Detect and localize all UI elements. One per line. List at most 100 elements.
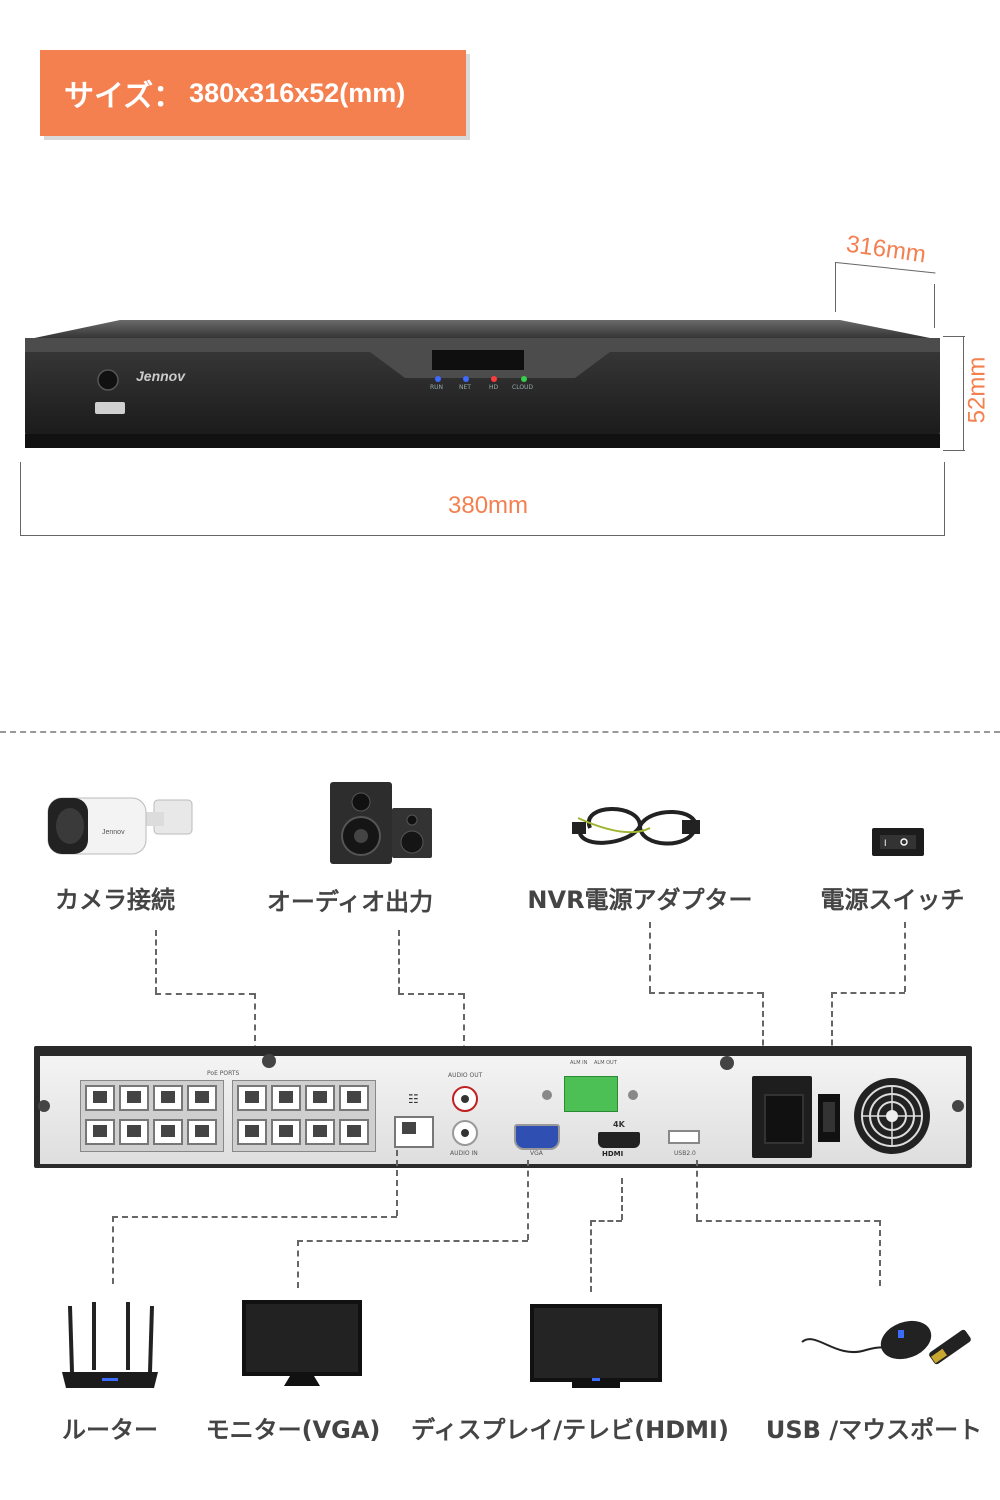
screw-icon xyxy=(262,1054,276,1068)
power-cable-icon xyxy=(572,807,700,846)
svg-text:I: I xyxy=(884,838,887,848)
camera-icon: Jennov xyxy=(47,797,193,855)
usb-connector-line xyxy=(696,1160,698,1220)
audio-connector-line-h xyxy=(398,993,464,995)
power-adapter-connector-line-drop xyxy=(762,992,764,1074)
led-net-label: NET xyxy=(459,384,471,391)
hdmi-label: HDMI xyxy=(602,1150,624,1158)
poe-port-block-left xyxy=(80,1080,224,1152)
power-switch-icon: I xyxy=(872,828,924,856)
poe-port xyxy=(339,1085,369,1111)
screw-icon xyxy=(720,1056,734,1070)
screw-icon xyxy=(628,1090,638,1100)
svg-text:Jennov: Jennov xyxy=(102,829,125,836)
vga-connector-line-h xyxy=(297,1240,528,1242)
router-connector-line-drop xyxy=(112,1216,114,1284)
tv-icon xyxy=(530,1304,662,1388)
router-icon xyxy=(62,1302,158,1388)
audio-in-jack xyxy=(452,1120,478,1146)
vga-port xyxy=(514,1124,560,1150)
audio-in-label: AUDIO IN xyxy=(450,1150,478,1157)
audio-out-jack xyxy=(452,1086,478,1112)
usb-mouse-port-label: USB /マウスポート xyxy=(765,1416,983,1444)
poe-port xyxy=(305,1085,335,1111)
poe-port xyxy=(271,1119,301,1145)
poe-port xyxy=(153,1085,183,1111)
depth-tick-right xyxy=(934,284,935,328)
poe-port xyxy=(305,1119,335,1145)
led-hd-dot xyxy=(491,376,497,382)
hdmi-port xyxy=(598,1132,640,1148)
width-line xyxy=(20,535,945,536)
audio-output-label: オーディオ出力 xyxy=(266,888,434,916)
poe-port xyxy=(237,1119,267,1145)
hdmi-connector-line xyxy=(621,1178,623,1220)
led-cloud-dot xyxy=(521,376,527,382)
led-run-label: RUN xyxy=(430,384,444,391)
width-tick-left xyxy=(20,462,21,536)
vga-connector-line-drop xyxy=(297,1240,299,1288)
front-usb-port-icon xyxy=(95,402,125,414)
audio-out-label: AUDIO OUT xyxy=(448,1072,483,1079)
height-line xyxy=(963,336,964,450)
front-led-group: RUN NET HD CLOUD xyxy=(428,374,538,394)
led-cloud-label: CLOUD xyxy=(512,384,534,391)
power-switch-connector-line-h xyxy=(831,992,905,994)
power-toggle-switch xyxy=(818,1094,840,1142)
ir-sensor-icon xyxy=(97,369,119,391)
power-adapter-label: NVR電源アダプター xyxy=(527,886,753,914)
alarm-terminal-block xyxy=(564,1076,618,1112)
height-dimension-label: 52mm xyxy=(963,356,991,424)
usb-port xyxy=(668,1130,700,1144)
speaker-icon xyxy=(330,782,432,864)
front-brand-logo: Jennov xyxy=(136,368,186,384)
camera-connector-line-h xyxy=(155,993,255,995)
vga-connector-line xyxy=(527,1160,529,1240)
poe-port-block-right xyxy=(232,1080,376,1152)
audio-connector-line xyxy=(398,930,400,993)
monitor-icon xyxy=(242,1300,362,1386)
depth-tick-left xyxy=(835,262,836,312)
monitor-vga-label: モニター(VGA) xyxy=(205,1416,381,1444)
size-badge: サイズ： 380x316x52(mm) xyxy=(40,50,466,136)
lan-network-icon: ☷ xyxy=(408,1092,419,1106)
section-divider xyxy=(0,731,1000,733)
power-socket xyxy=(752,1076,812,1158)
poe-port xyxy=(339,1119,369,1145)
router-label: ルーター xyxy=(62,1416,158,1444)
alarm-out-label: ALM OUT xyxy=(594,1060,617,1066)
fan-icon xyxy=(854,1078,930,1154)
led-net-dot xyxy=(463,376,469,382)
poe-port xyxy=(119,1085,149,1111)
poe-port xyxy=(119,1119,149,1145)
power-switch-connector-line xyxy=(904,922,906,992)
audio-connector-line-drop xyxy=(463,993,465,1083)
led-run-dot xyxy=(435,376,441,382)
screw-icon xyxy=(952,1100,964,1112)
power-adapter-connector-line xyxy=(649,922,651,992)
poe-port xyxy=(187,1119,217,1145)
screw-icon xyxy=(38,1100,50,1112)
poe-port xyxy=(85,1119,115,1145)
poe-port xyxy=(271,1085,301,1111)
poe-port xyxy=(237,1085,267,1111)
led-hd-label: HD xyxy=(489,384,499,391)
power-adapter-connector-line-h xyxy=(649,992,763,994)
mouse-icon xyxy=(801,1320,971,1365)
usb-label: USB2.0 xyxy=(674,1150,696,1157)
width-dimension-label: 380mm xyxy=(448,492,529,519)
usb-connector-line-drop xyxy=(879,1220,881,1286)
screw-icon xyxy=(542,1090,552,1100)
router-connector-line-h xyxy=(112,1216,397,1218)
size-value: 380x316x52(mm) xyxy=(189,77,406,108)
lan-port xyxy=(394,1116,434,1148)
alarm-in-label: ALM IN xyxy=(570,1060,588,1066)
power-switch-label: 電源スイッチ xyxy=(820,886,965,914)
router-connector-line xyxy=(396,1150,398,1216)
hdmi-connector-line-drop xyxy=(590,1220,592,1292)
poe-port xyxy=(187,1085,217,1111)
width-tick-right xyxy=(944,462,945,536)
power-switch-connector-line-drop xyxy=(831,992,833,1074)
display-hdmi-label: ディスプレイ/テレビ(HDMI) xyxy=(411,1416,729,1444)
hdmi-connector-line-h xyxy=(590,1220,622,1222)
